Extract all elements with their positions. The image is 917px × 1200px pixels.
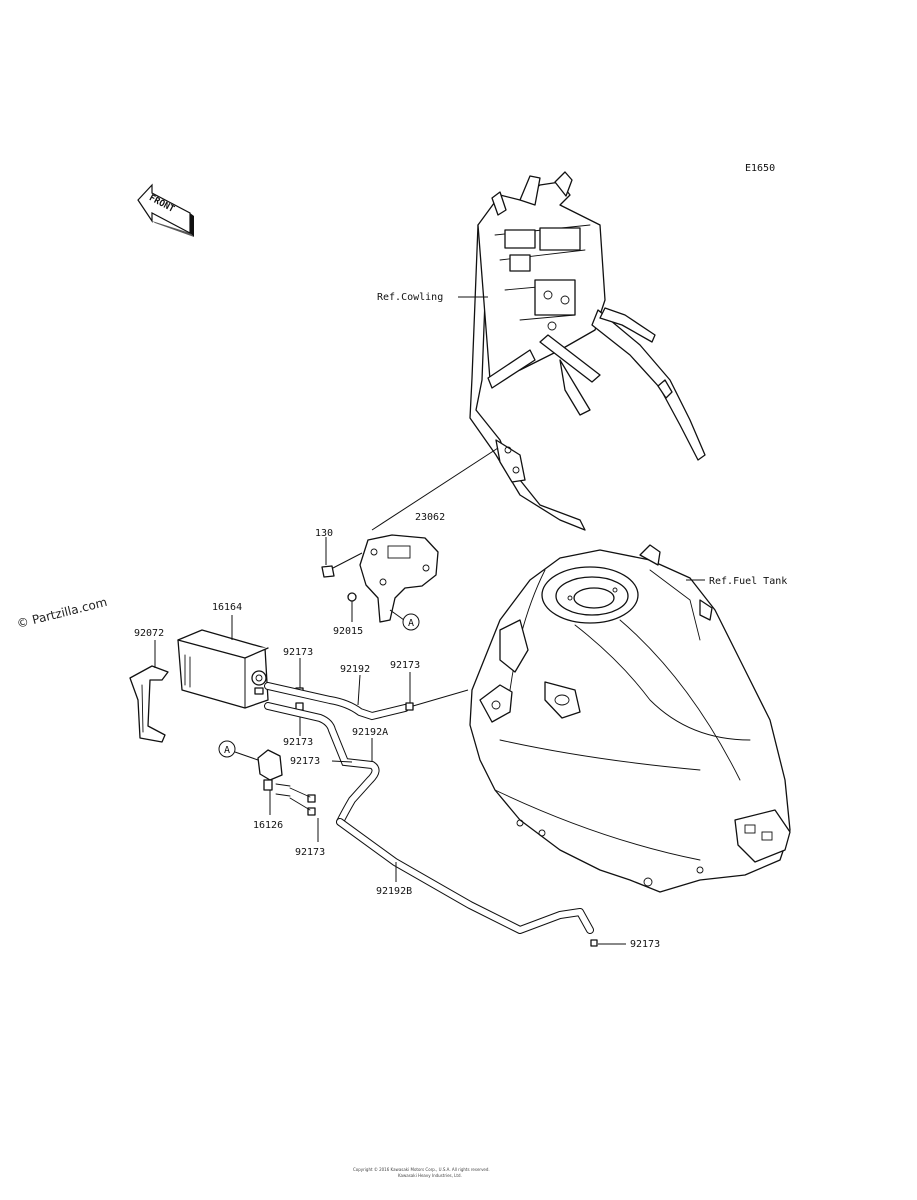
part-92015-label: 92015 [333,626,363,637]
bracket-92072 [129,665,169,743]
hose-92192-label: 92192 [340,664,370,675]
clamp-mid-left [295,702,304,736]
canister-16164 [177,629,269,709]
ref-cowling-label: Ref.Cowling [377,292,443,303]
clamp-bottom [590,939,626,947]
watermark: © Partzilla.com [15,595,108,631]
valve-16126 [257,749,291,815]
hose-92192B-label: 92192B [376,886,412,897]
cowling-bracket-frame [469,171,706,531]
part-16164-label: 16164 [212,602,242,613]
footer-line-2: Kawasaki Heavy Industries, Ltd. [398,1173,462,1178]
diagram-code: E1650 [745,163,775,174]
clamp-top-right-label: 92173 [390,660,420,671]
clamp-lower-label: 92173 [295,847,325,858]
clamp-mid-center-label: 92173 [290,756,320,767]
connector-a-marker-lower [218,740,236,758]
clamp-lower [307,794,319,842]
connector-a-upper-label: A [408,618,414,629]
ref-fuel-tank-label: Ref.Fuel Tank [709,576,787,587]
hose-92192A-label: 92192A [352,727,388,738]
part-16126-label: 16126 [253,820,283,831]
nut-92015 [347,592,357,622]
bracket-23062 [359,534,439,623]
bolt-130 [321,537,363,578]
clamp-bottom-label: 92173 [630,939,660,950]
hose-92192B [336,818,594,934]
front-arrow-icon: FRONT [137,183,194,237]
part-92072-label: 92072 [134,628,164,639]
clamp-top-left-label: 92173 [283,647,313,658]
footer-line-1: Copyright © 2016 Kawasaki Motors Corp., … [353,1167,490,1172]
connector-a-lower-label: A [224,745,230,756]
hose-92192A [264,702,380,826]
clamp-top-right [405,672,414,711]
hose-92192 [264,682,409,721]
fuel-tank [469,544,791,893]
part-130-label: 130 [315,528,333,539]
connector-a-marker-upper [402,613,420,631]
part-23062-label: 23062 [415,512,445,523]
clamp-mid-left-label: 92173 [283,737,313,748]
